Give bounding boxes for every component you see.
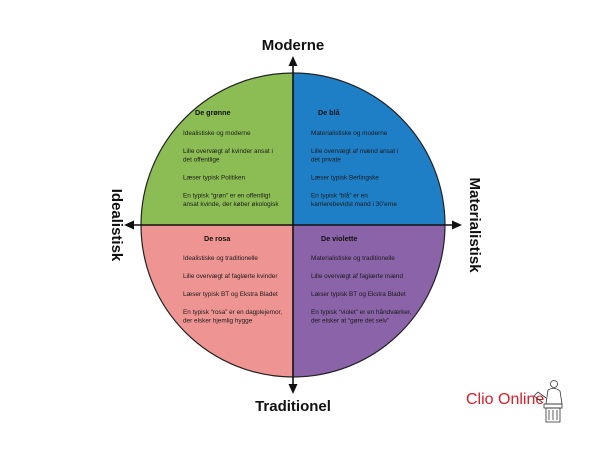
quadrant-item-text: Læser typisk Berlingske [311,175,379,182]
quadrant-item-text: Lille overvægt af faglærte kvinder [183,273,278,280]
quadrant-item-text: En typisk “rosa” er en dagplejemor, [183,309,282,316]
arrow-up-icon [288,56,298,66]
quadrant-bottom-left-fill [141,225,293,377]
quadrant-item-text: Læser typisk BT og Ekstra Bladet [311,291,406,298]
quadrant-item-text: det private [311,157,341,164]
quadrant-title-top-left: De grønne [195,108,231,117]
quadrant-item-text: det offentlige [183,157,220,164]
quadrant-item-text: Idealistiske og traditionelle [183,255,258,262]
axes [124,56,462,394]
quadrant-item-text: ansat kvinde, der køber økologisk [183,201,279,208]
quadrant-item-text: Lille overvægt af kvinder ansat i [183,148,273,155]
axis-label-right: Materialistisk [466,177,483,273]
axis-label-bottom: Traditionel [255,398,331,415]
arrow-left-icon [124,220,134,230]
quadrant-item-text: der elsker hjemlig hygge [183,318,253,325]
quadrant-item-text: En typisk “grøn” er en offentligt [183,193,270,200]
clio-online-logo: Clio Online [466,380,563,423]
quadrant-item-text: der elsker at “gøre det selv” [311,318,389,325]
axis-label-top: Moderne [262,37,325,54]
quadrant-item-text: karrierebevidst mand i 30’erne [311,201,397,208]
quadrant-item-text: Lille overvægt af mænd ansat i [311,148,398,155]
quadrant-title-bottom-right: De violette [321,234,357,243]
quadrant-item-text: Materialistiske og moderne [311,130,388,137]
quadrant-item-text: En typisk “violet” er en håndværker, [311,308,412,316]
quadrant-title-top-right: De blå [318,108,341,117]
quadrant-item-text: En typisk “blå” er en [311,192,368,200]
quadrant-item-text: Materialistiske og traditionelle [311,255,395,262]
quadrant-bottom-right-fill [293,225,445,377]
logo-text: Clio Online [466,391,544,408]
quadrant-title-bottom-left: De rosa [204,234,231,243]
quadrant-item-text: Idealistiske og moderne [183,130,251,137]
arrow-down-icon [288,384,298,394]
quadrant-item-text: Lille overvægt af faglærte mænd [311,273,403,280]
quadrant-item-text: Læser typisk Politiken [183,175,246,182]
arrow-right-icon [452,220,462,230]
logo-figure-icon [533,380,563,423]
quadrant-item-text: Læser typisk BT og Ekstra Bladet [183,291,278,298]
axis-label-left: Idealistisk [108,189,125,262]
